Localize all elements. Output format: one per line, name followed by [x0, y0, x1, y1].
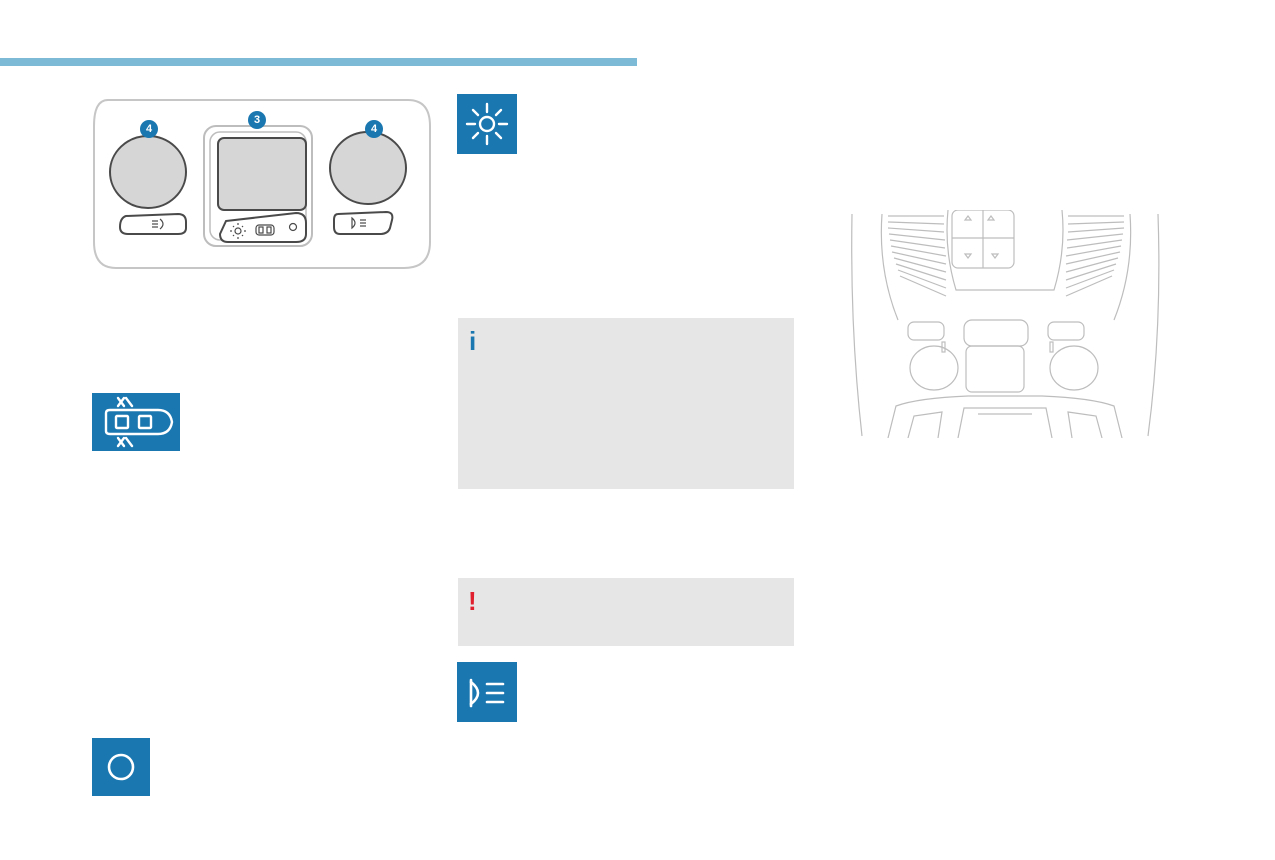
- info-note-box: i: [458, 318, 794, 489]
- callout-display: 3: [248, 111, 266, 129]
- display-screen: [217, 137, 307, 211]
- left-lamp-lens: [109, 135, 187, 209]
- circle-off-icon: [92, 738, 150, 796]
- callout-lamp-right: 4: [365, 120, 383, 138]
- roof-console-illustration: [851, 210, 1160, 438]
- header-accent-bar: [0, 58, 637, 66]
- warning-icon: !: [468, 586, 477, 616]
- warning-note-box: !: [458, 578, 794, 646]
- right-lamp-lens: [329, 131, 407, 205]
- sun-icon: [457, 94, 517, 154]
- info-icon: i: [469, 326, 477, 356]
- callout-lamp-left: 4: [140, 120, 158, 138]
- courtesy-light-icon: [92, 393, 180, 451]
- reading-lamp-icon: [457, 662, 517, 722]
